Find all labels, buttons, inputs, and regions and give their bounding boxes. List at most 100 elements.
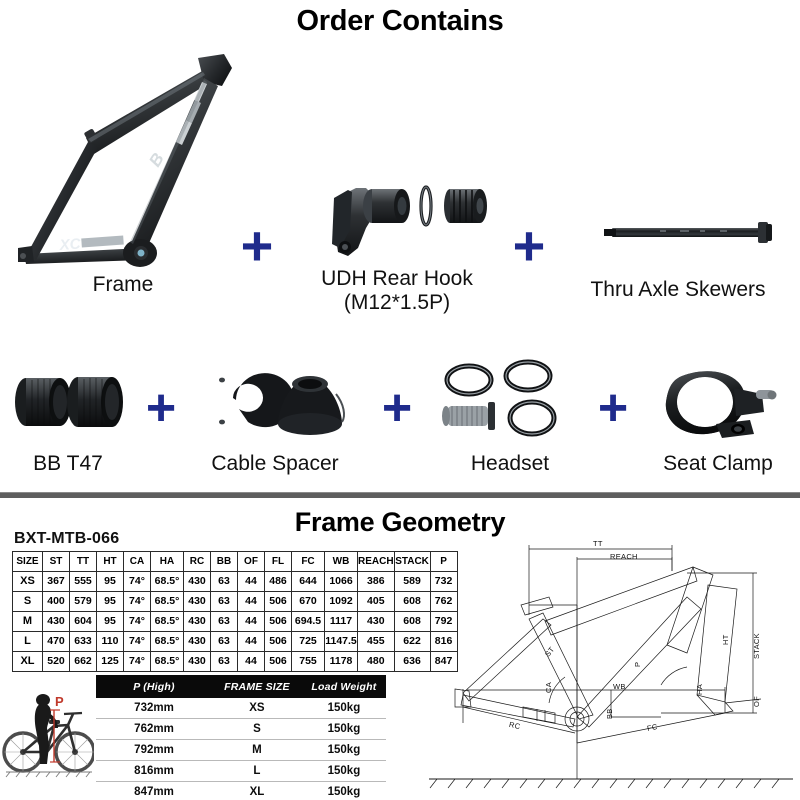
geometry-cell-size: XS bbox=[12, 571, 43, 592]
geometry-cell: 1147.5 bbox=[324, 631, 358, 652]
diagram-label-ht: HT bbox=[721, 634, 730, 645]
order-item-bb: BB T47 bbox=[2, 358, 134, 476]
geometry-cell: 470 bbox=[42, 631, 70, 652]
geometry-th-bb: BB bbox=[210, 551, 238, 572]
section-divider bbox=[0, 492, 800, 498]
geometry-cell: 555 bbox=[69, 571, 97, 592]
svg-text:XC: XC bbox=[58, 235, 82, 254]
geometry-cell: 430 bbox=[42, 611, 70, 632]
geometry-cell: 74° bbox=[123, 571, 151, 592]
geometry-cell: 44 bbox=[237, 631, 265, 652]
load-cell-weight: 150kg bbox=[327, 744, 361, 756]
diagram-label-reach: REACH bbox=[610, 552, 638, 561]
standover-illustration: P bbox=[2, 690, 96, 790]
order-row-2: BB T47 + Cable Spacer + bbox=[0, 358, 800, 488]
diagram-label-wb: WB bbox=[613, 682, 626, 691]
geometry-cell: 755 bbox=[291, 651, 325, 672]
geometry-cell: 430 bbox=[183, 611, 211, 632]
headset-bearings-icon bbox=[442, 359, 557, 437]
geometry-cell-size: S bbox=[12, 591, 43, 612]
frame-geometry-title: Frame Geometry bbox=[294, 507, 506, 537]
load-header-p-high: P (High) bbox=[133, 680, 175, 693]
geometry-cell: 430 bbox=[183, 631, 211, 652]
geometry-cell: 1066 bbox=[324, 571, 358, 592]
cyclist-standover-icon: P bbox=[2, 694, 96, 778]
seat-clamp-icon bbox=[665, 371, 777, 438]
geometry-cell: 74° bbox=[123, 591, 151, 612]
geometry-cell: 430 bbox=[183, 651, 211, 672]
geometry-cell: 725 bbox=[291, 631, 325, 652]
order-item-udh-hook: UDH Rear Hook (M12*1.5P) bbox=[292, 152, 502, 315]
geometry-th-reach: REACH bbox=[357, 551, 395, 572]
geometry-cell: 125 bbox=[96, 651, 124, 672]
load-table-header: P (High) FRAME SIZE Load Weight bbox=[96, 675, 386, 698]
geometry-cell: 1092 bbox=[324, 591, 358, 612]
cable-spacer-icon bbox=[219, 373, 345, 435]
diagram-label-tt: TT bbox=[593, 539, 603, 548]
geometry-cell: 506 bbox=[264, 631, 292, 652]
geometry-cell: 63 bbox=[210, 651, 238, 672]
load-cell-size: M bbox=[252, 744, 262, 756]
order-item-frame-caption: Frame bbox=[92, 273, 154, 296]
geometry-cell: 847 bbox=[429, 651, 458, 672]
geometry-cell: 44 bbox=[237, 651, 265, 672]
plus-separator-1: + bbox=[240, 214, 274, 277]
geometry-cell: 694.5 bbox=[291, 611, 325, 632]
diagram-label-ca: CA bbox=[544, 681, 553, 693]
plus-separator-3: + bbox=[145, 379, 177, 437]
load-cell-p: 732mm bbox=[134, 702, 174, 714]
order-item-headset-caption: Headset bbox=[470, 452, 550, 475]
geometry-cell: 480 bbox=[357, 651, 395, 672]
geometry-th-ca: CA bbox=[123, 551, 151, 572]
diagram-label-p: P bbox=[633, 661, 642, 667]
geometry-cell: 44 bbox=[237, 591, 265, 612]
diagram-label-of: OF bbox=[752, 695, 761, 707]
geometry-cell-size: XL bbox=[12, 651, 43, 672]
plus-separator-4: + bbox=[381, 379, 413, 437]
geometry-cell: 520 bbox=[42, 651, 70, 672]
order-item-thru-axle-caption: Thru Axle Skewers bbox=[590, 278, 766, 301]
order-item-cable-spacer-caption: Cable Spacer bbox=[211, 452, 339, 475]
thru-axle-icon bbox=[604, 222, 772, 243]
order-item-seat-clamp-caption: Seat Clamp bbox=[663, 452, 773, 475]
load-cell-weight: 150kg bbox=[327, 702, 361, 714]
geometry-cell: 636 bbox=[393, 651, 431, 672]
plus-separator-2: + bbox=[512, 214, 546, 277]
geometry-cell: 44 bbox=[237, 571, 265, 592]
frame-geometry-drawing bbox=[429, 545, 793, 789]
geometry-diagram: TT REACH STACK ST CA HA WB BB RC FC P HT… bbox=[425, 527, 797, 799]
order-item-udh-hook-caption: UDH Rear Hook bbox=[321, 267, 473, 290]
geometry-th-ha: HA bbox=[150, 551, 184, 572]
load-cell-p: 847mm bbox=[134, 786, 174, 798]
geometry-cell: 579 bbox=[69, 591, 97, 612]
geometry-cell: 430 bbox=[183, 571, 211, 592]
order-item-frame: XC B Frame bbox=[8, 42, 238, 297]
load-header-frame-size: FRAME SIZE bbox=[224, 680, 290, 693]
geometry-cell: 68.5° bbox=[150, 611, 184, 632]
geometry-th-rc: RC bbox=[183, 551, 211, 572]
load-cell-weight: 150kg bbox=[327, 723, 361, 735]
order-item-bb-caption: BB T47 bbox=[33, 452, 103, 475]
load-cell-weight: 150kg bbox=[327, 786, 361, 798]
geometry-cell: 95 bbox=[96, 611, 124, 632]
geometry-cell: 63 bbox=[210, 591, 238, 612]
geometry-cell: 1117 bbox=[324, 611, 358, 632]
geometry-cell: 74° bbox=[123, 631, 151, 652]
geometry-cell: 68.5° bbox=[150, 571, 184, 592]
geometry-cell: 1178 bbox=[324, 651, 358, 672]
geometry-cell: 74° bbox=[123, 651, 151, 672]
geometry-cell-size: M bbox=[12, 611, 43, 632]
diagram-label-bb: BB bbox=[605, 708, 614, 719]
geometry-th-size: SIZE bbox=[12, 551, 43, 572]
geometry-cell: 506 bbox=[264, 611, 292, 632]
geometry-cell: 68.5° bbox=[150, 631, 184, 652]
load-cell-weight: 150kg bbox=[327, 765, 361, 777]
